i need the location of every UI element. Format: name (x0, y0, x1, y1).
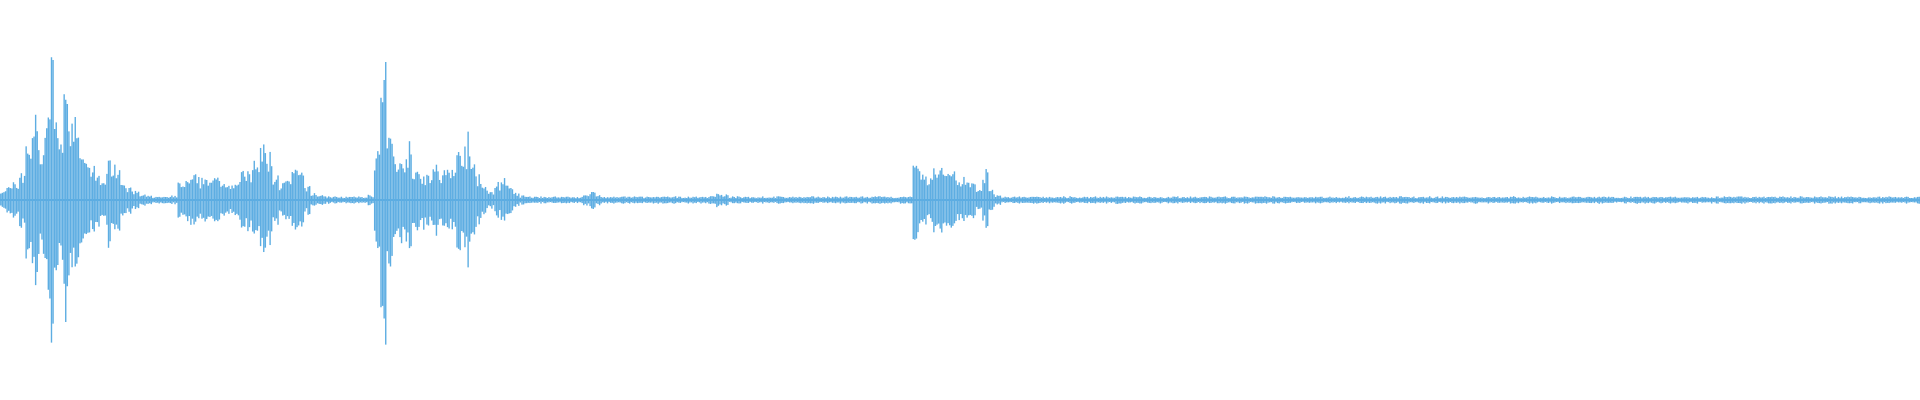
waveform-bars (0, 57, 1920, 345)
